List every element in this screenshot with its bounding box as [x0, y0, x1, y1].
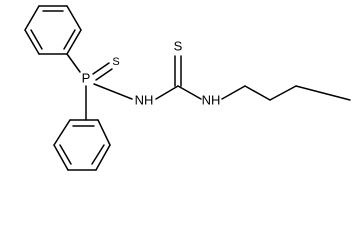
- bond-phenyl-p-upper: [66, 53, 81, 73]
- phenyl-ring-upper: [24, 5, 82, 55]
- bond-c-nh: [177, 85, 202, 100]
- bond-nh-butyl: [221, 85, 246, 100]
- bond: [53, 119, 71, 146]
- atom-p: P: [82, 70, 91, 85]
- bond-nh-c: [155, 85, 179, 100]
- bond-p-nh: [93, 83, 133, 100]
- phenyl-ring-lower: [53, 119, 111, 171]
- bond-inner: [59, 144, 72, 165]
- bond-inner: [30, 29, 43, 50]
- bond: [53, 144, 69, 171]
- bond-butyl-3: [295, 85, 351, 101]
- bond: [66, 29, 82, 55]
- bond-inner: [63, 29, 76, 50]
- bond-p-s-double-1: [92, 62, 110, 75]
- bond: [24, 5, 40, 31]
- bond-inner: [91, 144, 105, 165]
- bond: [66, 5, 82, 31]
- bond: [95, 144, 111, 171]
- bond-butyl-2: [269, 85, 297, 101]
- chemical-structure: P S NH S NH: [24, 5, 351, 171]
- bond: [97, 119, 111, 146]
- bond-butyl-1: [244, 85, 271, 101]
- bond-p-s-double-2: [95, 68, 113, 81]
- atom-nh-phosphoramide: NH: [135, 92, 154, 107]
- atom-nh-butyl: NH: [202, 92, 221, 107]
- atom-s-thiophosphoryl: S: [112, 56, 119, 68]
- atom-s-thiocarbonyl: S: [174, 38, 183, 53]
- bond: [24, 29, 40, 55]
